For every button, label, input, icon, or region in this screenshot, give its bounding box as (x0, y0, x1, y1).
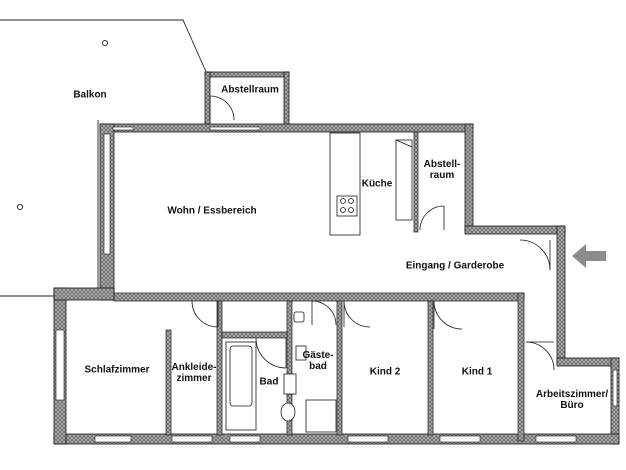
room-label-ankleide: Ankleide- zimmer (171, 362, 217, 384)
room-label-gaestebad: Gäste- bad (302, 350, 334, 372)
room-label-abstellraum-side: Abstell- raum (423, 159, 461, 181)
interior-walls (113, 131, 525, 442)
room-label-kueche: Küche (361, 178, 393, 190)
room-label-kind2: Kind 2 (369, 366, 401, 378)
room-label-kind1: Kind 1 (461, 366, 493, 378)
room-label-eingang: Eingang / Garderobe (405, 260, 505, 272)
room-label-arbeitszimmer: Arbeitszimmer/ Büro (535, 389, 609, 411)
room-label-schlafzimmer: Schlafzimmer (84, 364, 150, 376)
windows (55, 126, 618, 443)
doors (191, 95, 555, 371)
room-label-balkon: Balkon (73, 89, 107, 101)
room-label-abstellraum-top: Abstellraum (221, 84, 279, 96)
entrance-arrow-icon (572, 244, 606, 268)
room-label-bad: Bad (259, 376, 279, 388)
bath-fixtures (225, 311, 337, 433)
room-label-wohn: Wohn / Essbereich (167, 205, 257, 217)
kitchen-furniture (329, 132, 413, 236)
exterior-walls (53, 71, 620, 445)
